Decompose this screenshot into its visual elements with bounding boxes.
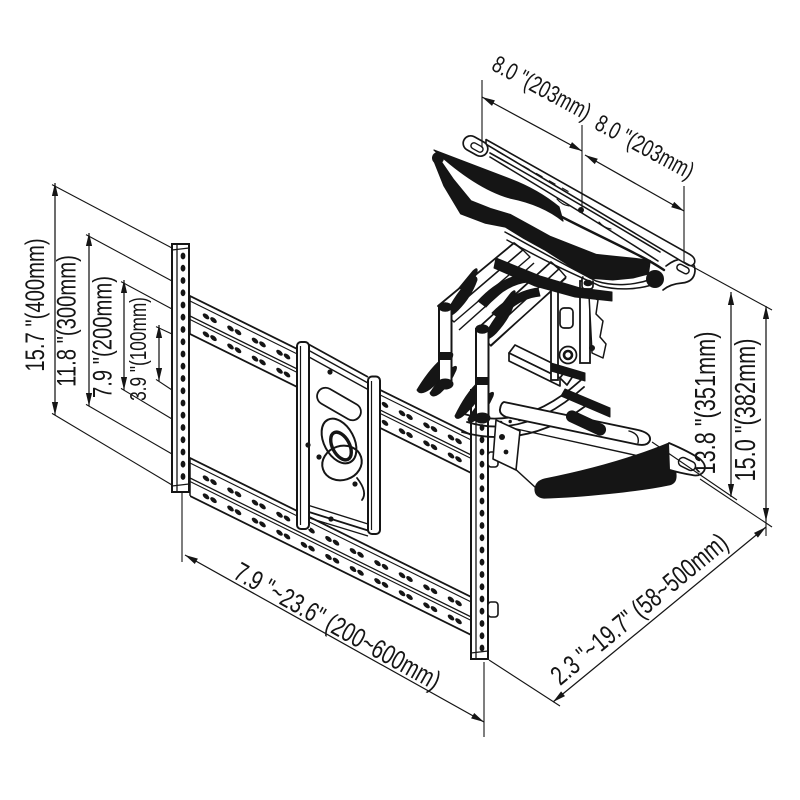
svg-text:3.9 "(100mm): 3.9 "(100mm): [127, 297, 152, 401]
svg-text:7.9 "(200mm): 7.9 "(200mm): [88, 276, 119, 398]
svg-text:15.7 "(400mm): 15.7 "(400mm): [20, 238, 51, 371]
svg-text:15.0 "(382mm): 15.0 "(382mm): [730, 338, 762, 481]
svg-text:13.8 "(351mm): 13.8 "(351mm): [690, 331, 722, 474]
svg-text:11.8 "(300mm): 11.8 "(300mm): [52, 255, 83, 387]
